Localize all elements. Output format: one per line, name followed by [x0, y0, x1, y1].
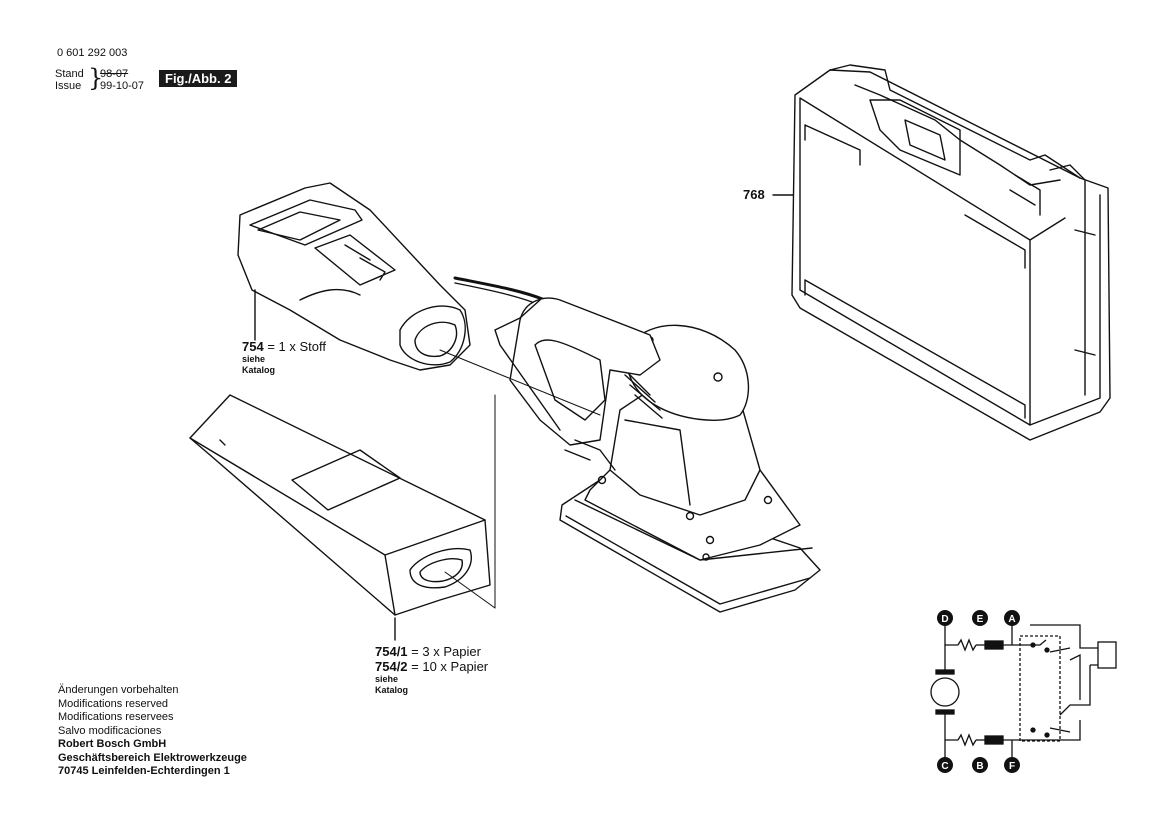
- terminal-B: [972, 757, 988, 773]
- footer-division: Geschäftsbereich Elektrowerkzeuge: [58, 751, 247, 764]
- cloth-bag-siehe: siehe: [242, 354, 266, 364]
- terminal-label-E: E: [977, 614, 984, 625]
- choke-top: [984, 640, 1004, 650]
- terminal-label-B: B: [976, 761, 983, 772]
- case-number: 768: [743, 187, 765, 202]
- footer-line-2: Modifications reserved: [58, 697, 169, 710]
- cloth-bag-text: = 1 x Stoff: [263, 339, 326, 354]
- footer-line-4: Salvo modificaciones: [58, 724, 162, 737]
- terminal-D: [937, 610, 953, 626]
- cloth-dust-bag-illustration: [237, 182, 471, 371]
- terminal-label-C: C: [941, 761, 948, 772]
- terminal-label-D: D: [941, 614, 948, 625]
- assembly-line-bag: [439, 349, 601, 416]
- new-date: 99-10-07: [100, 80, 145, 92]
- terminal-E: [972, 610, 988, 626]
- connector-plug: [1097, 641, 1117, 669]
- terminal-C: [937, 757, 953, 773]
- footer-company: Robert Bosch GmbH: [58, 738, 167, 750]
- terminal-markers: D E A C B F: [937, 610, 1020, 773]
- issue-dates: 98-07 99-10-07: [100, 68, 144, 92]
- choke-bottom: [984, 735, 1004, 745]
- footer-notice: Änderungen vorbehalten Modifications res…: [58, 684, 247, 779]
- paper-bag-katalog: Katalog: [375, 685, 409, 695]
- terminal-label-F: F: [1009, 761, 1015, 772]
- stand-label: Stand: [55, 68, 84, 80]
- case-label: 768: [743, 187, 765, 202]
- terminal-label-A: A: [1008, 614, 1015, 625]
- paper-bag2-text: = 10 x Papier: [407, 659, 489, 674]
- switch-box: [1019, 635, 1061, 742]
- paper-bag2-number: 754/2: [375, 659, 408, 674]
- motor-symbol: [930, 677, 960, 707]
- old-date: 98-07: [100, 68, 129, 80]
- carrying-case-illustration: [791, 64, 1111, 441]
- wiring-diagram: [930, 624, 1117, 758]
- footer-line-3: Modifications reservees: [58, 711, 174, 723]
- cloth-bag-label: 754 = 1 x Stoff siehe Katalog: [242, 339, 326, 376]
- cloth-bag-katalog: Katalog: [242, 365, 276, 375]
- orbital-sander-illustration: [453, 276, 821, 613]
- terminal-A: [1004, 610, 1020, 626]
- paper-bag-siehe: siehe: [375, 674, 399, 684]
- part-number: 0 601 292 003: [57, 47, 128, 59]
- paper-bag1-number: 754/1: [375, 644, 408, 659]
- stand-issue-labels: Stand Issue: [55, 68, 84, 92]
- paper-dust-bag-illustration: [189, 394, 491, 616]
- cloth-bag-number: 754: [242, 339, 264, 354]
- footer-address: 70745 Leinfelden-Echterdingen 1: [58, 765, 230, 777]
- footer-line-1: Änderungen vorbehalten: [58, 684, 179, 696]
- issue-label: Issue: [55, 80, 82, 92]
- figure-label: Fig./Abb. 2: [159, 70, 238, 87]
- brace-icon: }: [88, 64, 104, 92]
- paper-bag1-text: = 3 x Papier: [407, 644, 481, 659]
- terminal-F: [1004, 757, 1020, 773]
- paper-bag-label: 754/1 = 3 x Papier 754/2 = 10 x Papier s…: [375, 644, 488, 696]
